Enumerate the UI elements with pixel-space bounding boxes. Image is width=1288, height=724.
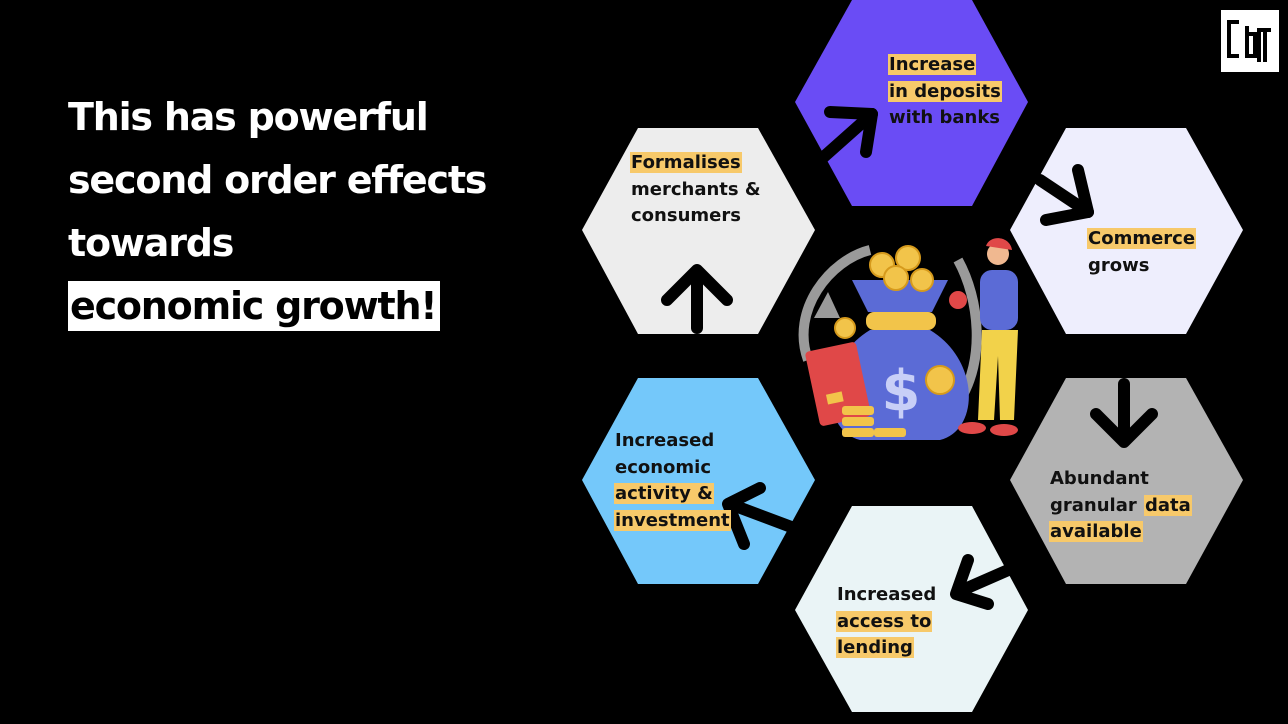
lending-label: Increased access to lending bbox=[836, 582, 937, 662]
highlighted-text: investment bbox=[614, 509, 731, 531]
label-text: Abundant bbox=[1050, 468, 1149, 489]
headline-line-2: second order effects bbox=[68, 158, 487, 202]
hex-formalises bbox=[582, 128, 815, 334]
label-text: economic bbox=[615, 456, 712, 478]
label-text: granular bbox=[1050, 494, 1143, 516]
headline-line-1: This has powerful bbox=[68, 95, 429, 139]
deposits-label-line: in deposits bbox=[888, 79, 1002, 106]
commerce-label-line: grows bbox=[1087, 253, 1196, 280]
headline-line-3: towards bbox=[68, 221, 234, 265]
formalises-label-line: merchants & bbox=[630, 177, 762, 204]
activity-label-line: investment bbox=[614, 508, 731, 535]
formalises-label: Formalises merchants & consumers bbox=[630, 150, 762, 230]
highlighted-text: available bbox=[1049, 521, 1143, 542]
headline: This has powerful second order effects t… bbox=[68, 86, 487, 338]
label-text: consumers bbox=[631, 205, 741, 226]
label-text: with banks bbox=[889, 107, 1001, 128]
currency-symbol: $ bbox=[882, 359, 921, 424]
activity-label-line: activity & bbox=[614, 481, 731, 508]
commerce-label-line: Commerce bbox=[1087, 226, 1197, 253]
hex-deposits bbox=[795, 0, 1028, 206]
lending-label-line: Increased bbox=[836, 582, 937, 609]
highlighted-text: data bbox=[1144, 494, 1192, 516]
label-text: Increased bbox=[837, 584, 937, 605]
dr-logo-icon bbox=[1221, 10, 1279, 72]
data-label-line: available bbox=[1049, 519, 1192, 546]
highlighted-text: Increase bbox=[888, 54, 977, 75]
commerce-label: Commerce grows bbox=[1087, 226, 1197, 280]
arrow-activity-to-formalises bbox=[661, 264, 733, 334]
data-label-line: Abundant bbox=[1049, 466, 1192, 493]
highlighted-text: lending bbox=[836, 637, 914, 658]
highlighted-text: Commerce bbox=[1087, 228, 1197, 249]
lending-label-line: lending bbox=[836, 635, 937, 662]
deposits-label: Increase in deposits with banks bbox=[888, 52, 1002, 132]
deposits-label-line: with banks bbox=[888, 105, 1002, 132]
arrow-data-to-lending bbox=[950, 554, 1028, 610]
arrow-deposits-to-commerce bbox=[1034, 164, 1094, 226]
hex-activity bbox=[582, 378, 815, 584]
lending-label-line: access to bbox=[836, 609, 937, 636]
data-label-line: granular data bbox=[1049, 493, 1192, 520]
money-bag-with-person-icon: $ bbox=[798, 238, 1018, 440]
highlighted-text: in deposits bbox=[888, 80, 1002, 102]
arrow-formalises-to-deposits bbox=[812, 106, 878, 168]
highlighted-text: Formalises bbox=[630, 152, 742, 173]
deposits-label-line: Increase bbox=[888, 52, 1002, 79]
activity-label-line: Increased bbox=[614, 428, 731, 455]
activity-label-line: economic bbox=[614, 455, 731, 482]
highlighted-text: access to bbox=[836, 610, 933, 632]
activity-label: Increased economic activity & investment bbox=[614, 428, 731, 534]
arrow-lending-to-activity bbox=[722, 482, 800, 550]
label-text: grows bbox=[1088, 254, 1150, 276]
label-text: Increased bbox=[615, 430, 715, 451]
headline-line-4-highlighted: economic growth! bbox=[68, 281, 441, 331]
formalises-label-line: consumers bbox=[630, 203, 762, 230]
arrow-commerce-to-data bbox=[1090, 378, 1158, 448]
formalises-label-line: Formalises bbox=[630, 150, 762, 177]
highlighted-text: activity & bbox=[614, 483, 714, 504]
label-text: merchants & bbox=[631, 178, 761, 200]
